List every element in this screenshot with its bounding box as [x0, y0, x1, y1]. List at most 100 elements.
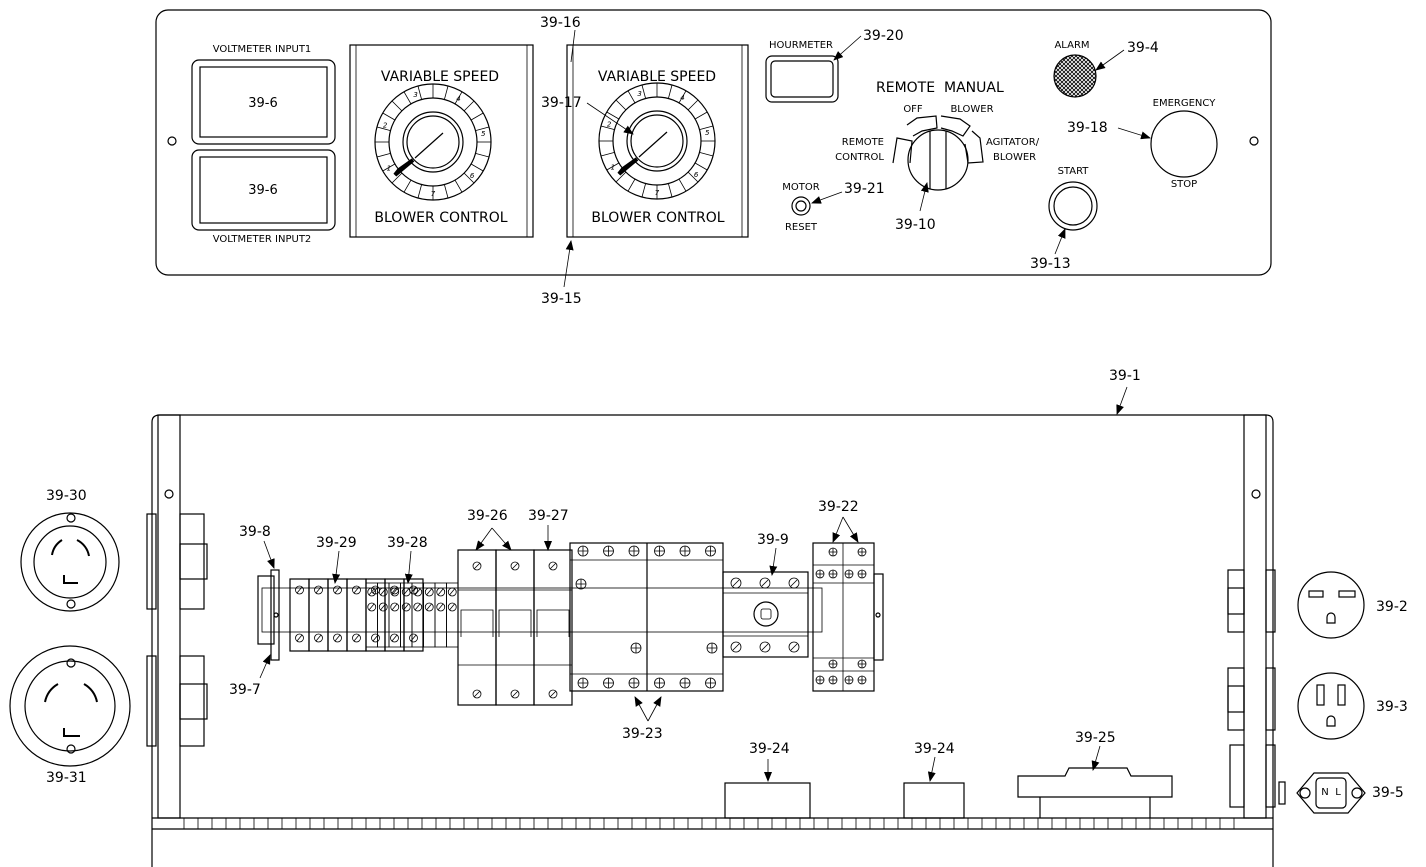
stop-label: STOP: [1171, 179, 1197, 190]
dial-number: 7: [431, 190, 436, 198]
dial-number: 6: [470, 172, 475, 180]
fuse-blocks: [812, 542, 884, 692]
screw-icon: [413, 602, 423, 612]
screw-icon: [314, 585, 323, 595]
screw-icon: [472, 689, 482, 699]
callout-39-20: 39-20: [863, 28, 904, 44]
screw-icon: [730, 577, 742, 589]
start-label: START: [1058, 166, 1090, 177]
remote-control-label-1: REMOTE: [842, 137, 884, 148]
callout-39-4: 39-4: [1127, 40, 1159, 56]
dial-number: 7: [655, 189, 660, 197]
mount-hole-right: [1249, 136, 1259, 146]
emergency-stop-button[interactable]: [1150, 110, 1218, 178]
plug-l-letter: L: [1335, 787, 1341, 798]
receptacle-39-30: [20, 512, 120, 612]
screw-icon: [413, 587, 423, 597]
screw-icon: [730, 641, 742, 653]
callout-39-2: 39-2: [1376, 599, 1408, 615]
voltmeter-2: 39-6: [191, 149, 336, 231]
box-39-24b: [903, 782, 965, 819]
screw-icon: [401, 587, 411, 597]
enclosure-callouts: 39-1 39-30 39-31 39-8 39-7 39-29 39-28 3…: [46, 368, 1408, 801]
front-panel-callouts: 39-16 39-17 39-15 39-20 39-4 39-18 39-21…: [540, 15, 1159, 307]
screw-icon: [548, 561, 558, 571]
callout-39-13: 39-13: [1030, 256, 1071, 272]
component-39-25: [1017, 767, 1173, 798]
screw-icon: [295, 585, 304, 595]
callout-39-31: 39-31: [46, 770, 87, 786]
receptacle-39-3: [1297, 672, 1365, 740]
screw-icon: [510, 561, 520, 571]
screw-icon: [447, 587, 457, 597]
relay-block: [722, 571, 809, 658]
screw-icon: [424, 602, 434, 612]
screw-icon: [367, 587, 377, 597]
callout-39-17: 39-17: [541, 95, 582, 111]
screw-icon: [759, 577, 771, 589]
dial-number: 4: [456, 95, 460, 103]
screw-icon: [472, 561, 482, 571]
callout-39-21: 39-21: [844, 181, 885, 197]
screw-icon: [548, 689, 558, 699]
callout-39-10: 39-10: [895, 217, 936, 233]
emergency-label: EMERGENCY: [1153, 98, 1217, 109]
screw-icon: [510, 689, 520, 699]
circuit-breakers: [457, 549, 573, 706]
terminal-blocks: [289, 578, 459, 652]
screw-icon: [447, 602, 457, 612]
dial-number: 3: [413, 91, 417, 99]
screw-icon: [409, 633, 418, 643]
screw-icon: [788, 641, 800, 653]
screw-icon: [390, 587, 400, 597]
callout-39-23: 39-23: [622, 726, 663, 742]
callout-39-26: 39-26: [467, 508, 508, 524]
callout-39-24a: 39-24: [749, 741, 790, 757]
hourmeter-label: HOURMETER: [769, 40, 833, 51]
callout-39-28: 39-28: [387, 535, 428, 551]
callout-39-18: 39-18: [1067, 120, 1108, 136]
screw-icon: [352, 633, 361, 643]
callout-39-25: 39-25: [1075, 730, 1116, 746]
dial-number: 4: [680, 94, 684, 102]
callout-39-8: 39-8: [239, 524, 271, 540]
dial-number: 1: [387, 165, 391, 173]
callout-39-7: 39-7: [229, 682, 261, 698]
receptacle-39-31: [9, 645, 131, 767]
remote-control-label-2: CONTROL: [835, 152, 884, 163]
screw-icon: [314, 633, 323, 643]
screw-icon: [295, 633, 304, 643]
dial-number: 3: [637, 90, 641, 98]
start-button[interactable]: [1048, 181, 1098, 231]
screw-icon: [371, 633, 380, 643]
screw-icon: [424, 587, 434, 597]
front-panel: VOLTMETER INPUT1 39-6 39-6 VOLTMETER INP…: [155, 9, 1272, 276]
callout-39-24b: 39-24: [914, 741, 955, 757]
mode-selector-switch[interactable]: [892, 115, 984, 191]
iec-inlet-39-5: N L: [1278, 772, 1366, 814]
callout-39-1: 39-1: [1109, 368, 1141, 384]
din-rail-teeth: [183, 818, 1235, 829]
dial-1-top-label: VARIABLE SPEED: [381, 69, 499, 85]
callout-39-29: 39-29: [316, 535, 357, 551]
alarm-label: ALARM: [1054, 40, 1089, 51]
end-stop-left: [270, 569, 280, 661]
voltmeter-1: 39-6: [191, 59, 336, 145]
dial-number: 6: [694, 171, 699, 179]
agitator-label-2: BLOWER: [993, 152, 1036, 163]
screw-icon: [378, 602, 388, 612]
reset-label: RESET: [785, 222, 818, 233]
motor-reset-button[interactable]: [791, 196, 811, 216]
remote-label: REMOTE: [876, 80, 935, 96]
callout-39-16: 39-16: [540, 15, 581, 31]
callout-39-3: 39-3: [1376, 699, 1408, 715]
callout-39-22: 39-22: [818, 499, 859, 515]
dial-number: 1: [611, 164, 615, 172]
motor-label: MOTOR: [782, 182, 819, 193]
screw-icon: [333, 633, 342, 643]
enclosure: [146, 414, 1276, 867]
dial-number: 5: [705, 129, 710, 137]
